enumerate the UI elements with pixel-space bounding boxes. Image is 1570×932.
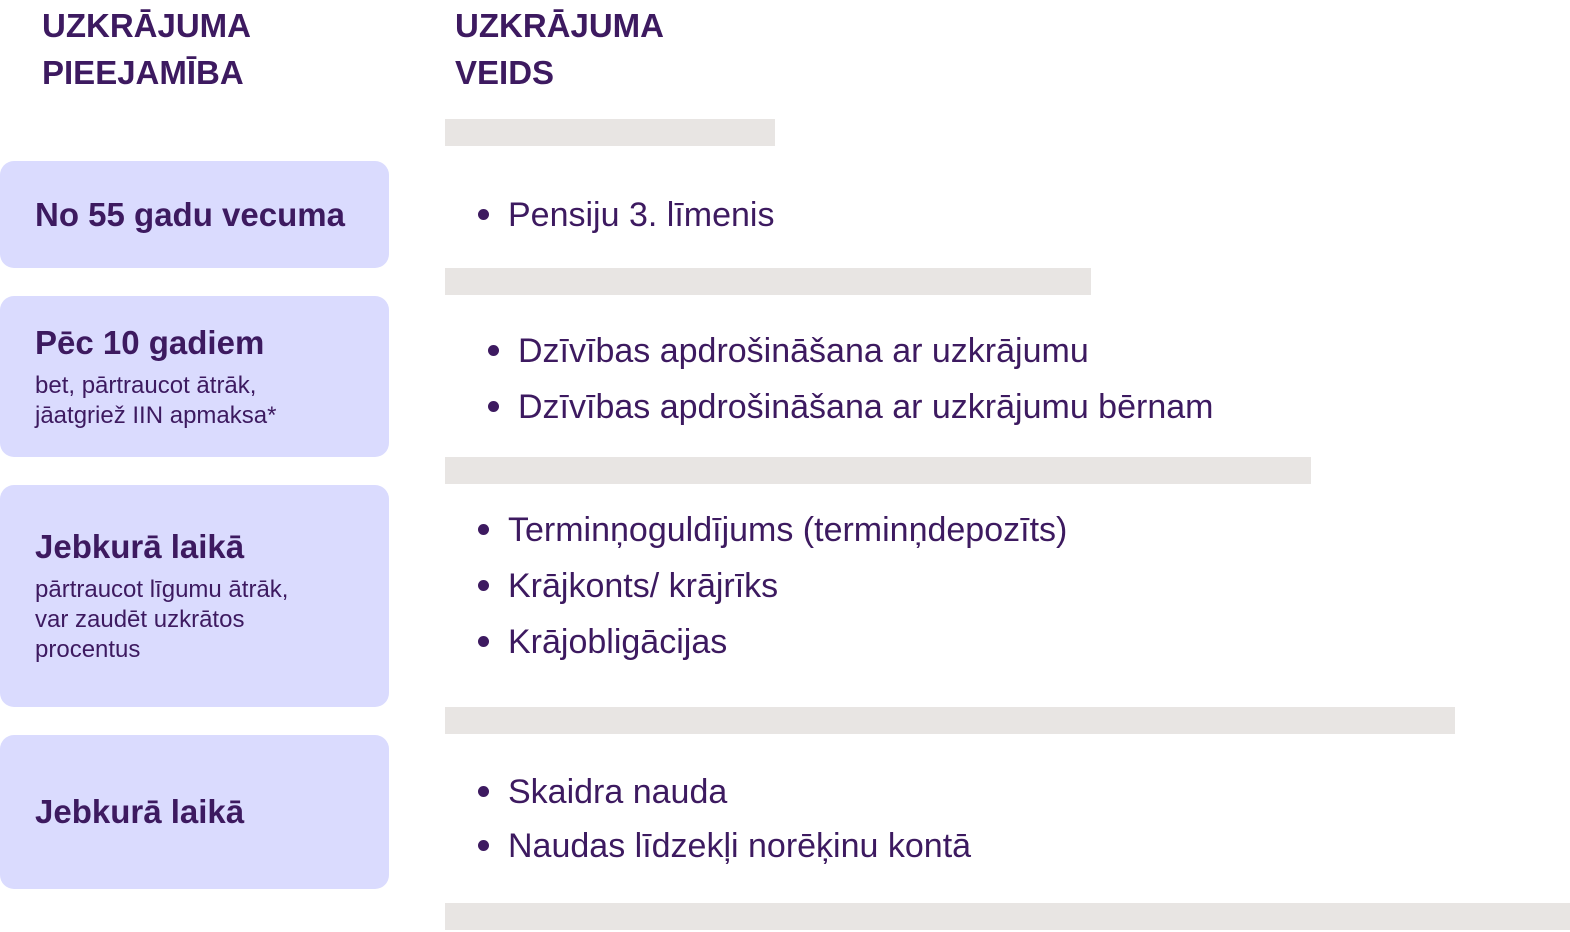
savings-type-list: Pensiju 3. līmenis (478, 190, 774, 240)
bullet-icon (478, 580, 489, 591)
divider-bar (445, 119, 775, 146)
availability-box-anytime-cash: Jebkurā laikā (0, 735, 389, 889)
availability-box-10-years: Pēc 10 gadiem bet, pārtraucot ātrāk, jāa… (0, 296, 389, 457)
savings-type-list: Terminņoguldījums (terminņdepozīts) Krāj… (478, 502, 1067, 670)
list-item: Krājkonts/ krājrīks (478, 558, 1067, 614)
list-item: Skaidra nauda (478, 765, 971, 819)
list-item: Naudas līdzekļi norēķinu kontā (478, 819, 971, 873)
availability-box-anytime-terms: Jebkurā laikā pārtraucot līgumu ātrāk, v… (0, 485, 389, 707)
availability-box-55-years: No 55 gadu vecuma (0, 161, 389, 268)
availability-note-line: procentus (35, 636, 141, 663)
availability-note-line: bet, pārtraucot ātrāk, (35, 371, 257, 399)
availability-note-line: jāatgriež IIN apmaksa* (35, 401, 277, 429)
bullet-icon (478, 840, 489, 851)
header-type: UZKRĀJUMA VEIDS (455, 2, 664, 96)
availability-note: bet, pārtraucot ātrāk, jāatgriež IIN apm… (35, 371, 389, 431)
list-item: Krājobligācijas (478, 614, 1067, 670)
availability-note: pārtraucot līgumu ātrāk, var zaudēt uzkr… (35, 575, 389, 665)
divider-bar (445, 457, 1311, 484)
list-item: Dzīvības apdrošināšana ar uzkrājumu bērn… (488, 379, 1213, 435)
list-item-label: Naudas līdzekļi norēķinu kontā (508, 827, 972, 865)
header-type-line-2: VEIDS (455, 54, 555, 91)
list-item-label: Pensiju 3. līmenis (508, 196, 775, 234)
divider-bar (445, 903, 1570, 930)
list-item-label: Dzīvības apdrošināšana ar uzkrājumu bērn… (518, 388, 1214, 426)
availability-title: Pēc 10 gadiem (35, 323, 265, 361)
bullet-icon (478, 786, 489, 797)
list-item-label: Terminņoguldījums (terminņdepozīts) (508, 511, 1068, 549)
bullet-icon (478, 209, 489, 220)
bullet-icon (478, 636, 489, 647)
header-accessibility-line-2: PIEEJAMĪBA (42, 54, 244, 91)
header-accessibility-line-1: UZKRĀJUMA (42, 7, 251, 44)
list-item: Dzīvības apdrošināšana ar uzkrājumu (488, 323, 1213, 379)
list-item-label: Skaidra nauda (508, 773, 728, 811)
list-item-label: Dzīvības apdrošināšana ar uzkrājumu (518, 332, 1089, 370)
list-item: Terminņoguldījums (terminņdepozīts) (478, 502, 1067, 558)
list-item-label: Krājkonts/ krājrīks (508, 567, 779, 605)
availability-note-line: pārtraucot līgumu ātrāk, (35, 576, 289, 603)
availability-title: No 55 gadu vecuma (35, 195, 345, 233)
savings-type-list: Skaidra nauda Naudas līdzekļi norēķinu k… (478, 765, 971, 873)
savings-type-list: Dzīvības apdrošināšana ar uzkrājumu Dzīv… (488, 323, 1213, 435)
availability-title: Jebkurā laikā (35, 793, 245, 830)
bullet-icon (488, 401, 499, 412)
availability-title: Jebkurā laikā (35, 528, 245, 565)
bullet-icon (478, 524, 489, 535)
list-item: Pensiju 3. līmenis (478, 190, 774, 240)
header-type-line-1: UZKRĀJUMA (455, 7, 664, 44)
bullet-icon (488, 345, 499, 356)
divider-bar (445, 268, 1091, 295)
availability-note-line: var zaudēt uzkrātos (35, 606, 245, 633)
header-accessibility: UZKRĀJUMA PIEEJAMĪBA (42, 2, 251, 96)
list-item-label: Krājobligācijas (508, 623, 728, 661)
divider-bar (445, 707, 1455, 734)
